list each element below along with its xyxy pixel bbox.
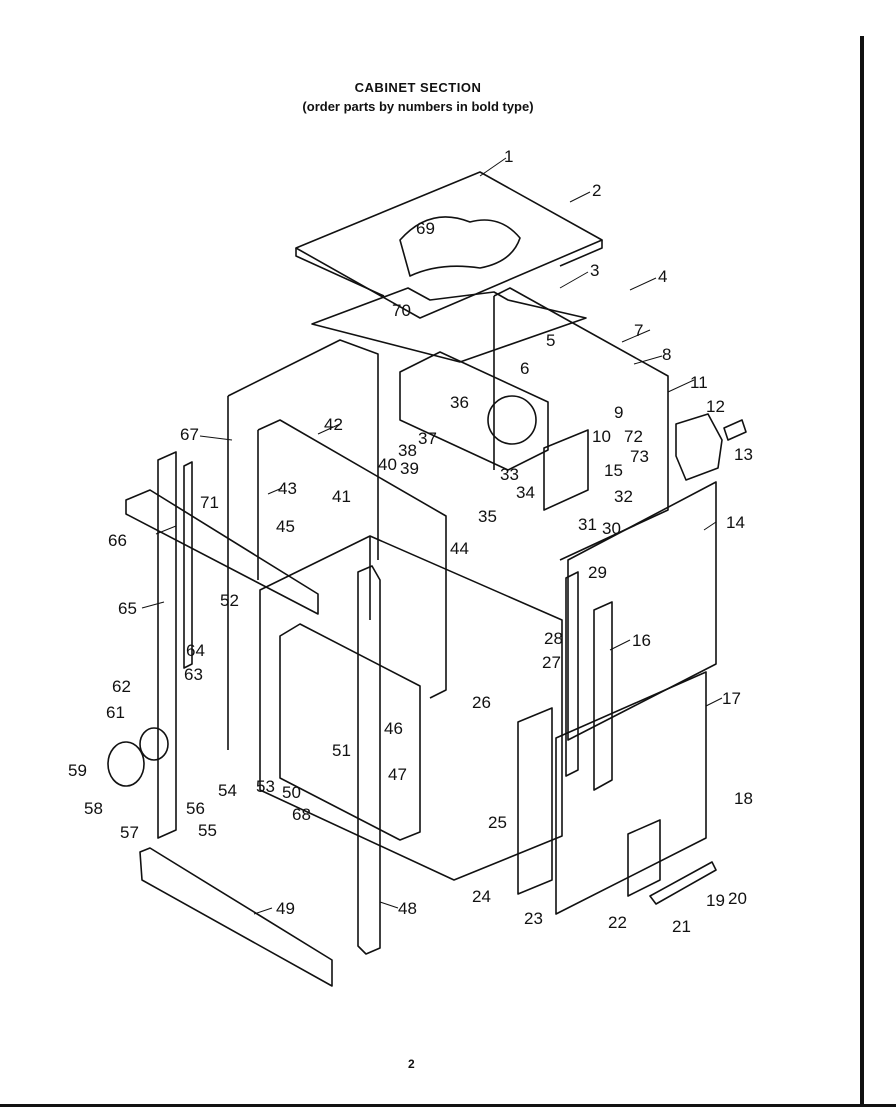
callout-37: 37 — [418, 429, 437, 448]
callout-69: 69 — [416, 219, 435, 238]
callout-leader-lines — [141, 157, 723, 915]
callout-73: 73 — [630, 447, 649, 466]
callout-45: 45 — [276, 517, 295, 536]
callout-23: 23 — [524, 909, 543, 928]
callout-67: 67 — [180, 425, 199, 444]
callout-49: 49 — [276, 899, 295, 918]
callout-27: 27 — [542, 653, 561, 672]
callout-58: 58 — [84, 799, 103, 818]
callout-65: 65 — [118, 599, 137, 618]
callout-15: 15 — [604, 461, 623, 480]
diagram-title: CABINET SECTION — [354, 80, 482, 95]
callout-30: 30 — [602, 519, 621, 538]
callout-21: 21 — [672, 917, 691, 936]
callout-54: 54 — [218, 781, 237, 800]
callout-numbers: 1 2 3 4 5 6 7 8 9 10 11 12 13 14 15 16 1… — [68, 147, 753, 936]
callout-62: 62 — [112, 677, 131, 696]
callout-28: 28 — [544, 629, 563, 648]
callout-71: 71 — [200, 493, 219, 512]
callout-14: 14 — [726, 513, 745, 532]
page-number: 2 — [408, 1057, 415, 1071]
diagram-subtitle: (order parts by numbers in bold type) — [302, 99, 534, 114]
callout-53: 53 — [256, 777, 275, 796]
callout-22: 22 — [608, 913, 627, 932]
callout-66: 66 — [108, 531, 127, 550]
page-frame-bottom — [0, 1104, 896, 1107]
callout-47: 47 — [388, 765, 407, 784]
page-frame-right — [860, 36, 864, 1106]
callout-61: 61 — [106, 703, 125, 722]
callout-13: 13 — [734, 445, 753, 464]
callout-7: 7 — [634, 321, 643, 340]
callout-32: 32 — [614, 487, 633, 506]
callout-35: 35 — [478, 507, 497, 526]
callout-63: 63 — [184, 665, 203, 684]
callout-26: 26 — [472, 693, 491, 712]
callout-9: 9 — [614, 403, 623, 422]
callout-10: 10 — [592, 427, 611, 446]
callout-25: 25 — [488, 813, 507, 832]
callout-42: 42 — [324, 415, 343, 434]
callout-2: 2 — [592, 181, 601, 200]
callout-12: 12 — [706, 397, 725, 416]
callout-4: 4 — [658, 267, 667, 286]
callout-31: 31 — [578, 515, 597, 534]
callout-16: 16 — [632, 631, 651, 650]
callout-1: 1 — [504, 147, 513, 166]
callout-19: 19 — [706, 891, 725, 910]
callout-46: 46 — [384, 719, 403, 738]
callout-33: 33 — [500, 465, 519, 484]
callout-8: 8 — [662, 345, 671, 364]
callout-18: 18 — [734, 789, 753, 808]
callout-36: 36 — [450, 393, 469, 412]
callout-41: 41 — [332, 487, 351, 506]
callout-56: 56 — [186, 799, 205, 818]
callout-20: 20 — [728, 889, 747, 908]
callout-48: 48 — [398, 899, 417, 918]
callout-64: 64 — [186, 641, 205, 660]
callout-39: 39 — [400, 459, 419, 478]
callout-57: 57 — [120, 823, 139, 842]
callout-29: 29 — [588, 563, 607, 582]
callout-59: 59 — [68, 761, 87, 780]
callout-50: 50 — [282, 783, 301, 802]
callout-34: 34 — [516, 483, 535, 502]
callout-70: 70 — [392, 301, 411, 320]
callout-24: 24 — [472, 887, 491, 906]
callout-17: 17 — [722, 689, 741, 708]
callout-38: 38 — [398, 441, 417, 460]
callout-72: 72 — [624, 427, 643, 446]
callout-51: 51 — [332, 741, 351, 760]
callout-3: 3 — [590, 261, 599, 280]
diagram-linework — [107, 171, 747, 987]
callout-43: 43 — [278, 479, 297, 498]
callout-5: 5 — [546, 331, 555, 350]
callout-44: 44 — [450, 539, 469, 558]
callout-11: 11 — [690, 373, 708, 392]
callout-68: 68 — [292, 805, 311, 824]
callout-6: 6 — [520, 359, 529, 378]
callout-52: 52 — [220, 591, 239, 610]
callout-55: 55 — [198, 821, 217, 840]
callout-40: 40 — [378, 455, 397, 474]
